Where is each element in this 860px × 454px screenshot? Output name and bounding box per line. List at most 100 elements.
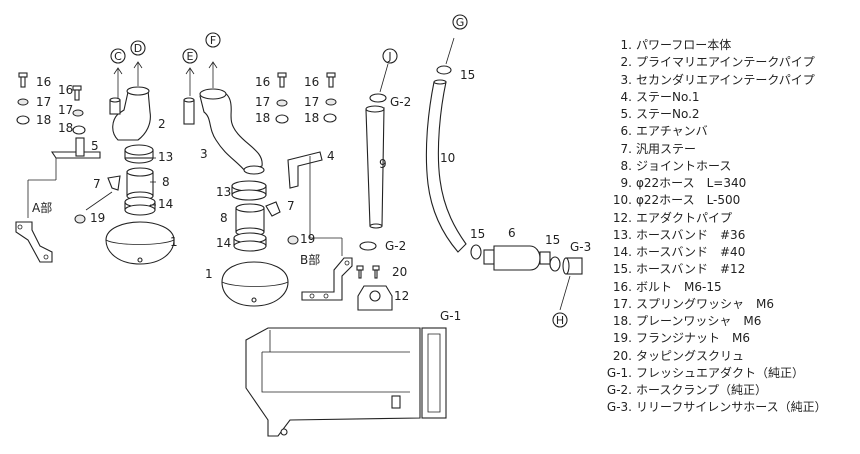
callout-8-mid: 8: [220, 211, 228, 225]
label-g1: G-1: [440, 309, 461, 323]
hose-clamp-g2-top: [369, 93, 387, 103]
label-g3: G-3: [570, 240, 591, 254]
callout-7-mid: 7: [287, 199, 295, 213]
legend-item: 1.パワーフロー本体: [594, 37, 858, 54]
legend-number: 5.: [620, 107, 632, 121]
legend-text: プレーンワッシャ M6: [636, 314, 762, 328]
callout-17-d: 17: [304, 95, 319, 109]
callout-1-mid: 1: [205, 267, 213, 281]
legend-item: 6.エアチャンバ: [594, 123, 858, 140]
callout-14-left: 14: [158, 197, 173, 211]
callout-13-mid: 13: [216, 185, 231, 199]
legend-item: 7.汎用ステー: [594, 141, 858, 158]
callout-12: 12: [394, 289, 409, 303]
hardware-stack-left: [16, 72, 86, 135]
callout-18-a: 18: [36, 113, 51, 127]
callout-19-mid: 19: [300, 232, 315, 246]
legend-number: 6.: [620, 124, 632, 139]
legend-number: 16.: [612, 279, 632, 294]
leader-lines: [85, 37, 571, 311]
callout-18-d: 18: [304, 111, 319, 125]
legend-text: ホースバンド #36: [636, 227, 746, 242]
part-number-callouts: 1 1 2 3 4 5 6 7 7 8 8 9 10 12 13 13 14 1…: [36, 68, 560, 303]
legend-number: 8.: [620, 158, 632, 173]
legend-number: 19.: [612, 331, 632, 346]
callout-16-d: 16: [304, 75, 319, 89]
section-a-bracket: [15, 221, 53, 263]
spring-washer-17-mid-a: [276, 99, 288, 107]
letter-g: G: [456, 16, 465, 29]
legend-text: ステーNo.2: [636, 107, 700, 121]
callout-5: 5: [91, 139, 99, 153]
label-g2-bottom: G-2: [385, 239, 406, 253]
primary-intake-pipe-part: [109, 86, 151, 141]
section-b-bracket: [301, 257, 353, 301]
spring-washer-17-left-b: [72, 109, 84, 117]
legend-text: ホースクランプ（純正）: [636, 383, 768, 397]
legend-number: 10.: [612, 193, 632, 208]
exploded-parts-diagram: 1 1 2 3 4 5 6 7 7 8 8 9 10 12 13 13 14 1…: [15, 14, 591, 437]
label-section-b: B部: [300, 252, 320, 267]
powerflow-body-1-left: [105, 221, 175, 265]
legend-number: 17.: [612, 296, 632, 311]
callout-16-c: 16: [255, 75, 270, 89]
callout-15-a: 15: [470, 227, 485, 241]
hose-10-part: [425, 79, 467, 253]
legend-number: G-3.: [606, 400, 632, 415]
callout-1-left: 1: [170, 235, 178, 249]
legend-item: G-2. ホースクランプ（純正）: [594, 382, 858, 399]
callout-9: 9: [379, 157, 387, 171]
legend-item: 4.ステーNo.1: [594, 89, 858, 106]
legend-item: 14.ホースバンド #40: [594, 244, 858, 261]
legend-text: プライマリエアインテークパイプ: [636, 55, 815, 70]
secondary-intake-pipe-part: [183, 88, 265, 175]
legend-item: 9. φ22ホース L=340: [594, 175, 858, 192]
legend-item: G-1.フレッシュエアダクト（純正）: [594, 365, 858, 382]
legend-item: 5. ステーNo.2: [594, 106, 858, 123]
callout-16-a: 16: [36, 75, 51, 89]
universal-stay-7-mid: [265, 201, 281, 217]
legend-number: 20.: [612, 348, 632, 363]
universal-stay-7-left: [107, 175, 121, 191]
group-labels: G-1 G-2 G-2 G-3: [385, 95, 591, 323]
stay-no1-part: [287, 151, 343, 256]
callout-13-left: 13: [158, 150, 173, 164]
legend-number: 9.: [620, 176, 632, 190]
legend-number: 13.: [612, 227, 632, 242]
hose-band-15-b: [549, 256, 561, 272]
hose-9-part: [365, 105, 385, 229]
hose-band-15-a: [470, 244, 482, 260]
fresh-air-duct-g1-part: [245, 327, 447, 437]
legend-number: G-2.: [606, 383, 632, 397]
legend-item: 18.プレーンワッシャ M6: [594, 313, 858, 330]
callout-6: 6: [508, 226, 516, 240]
hose-band-14-left: [124, 196, 156, 216]
legend-text: スプリングワッシャ M6: [636, 296, 774, 311]
joint-hose-8-mid: [235, 203, 265, 237]
callout-17-a: 17: [36, 95, 51, 109]
letter-j: J: [387, 50, 391, 63]
spring-washer-17-left: [17, 98, 29, 106]
callout-16-b: 16: [58, 83, 73, 97]
legend-item: 10. φ22ホース L-500: [594, 192, 858, 209]
callout-18-c: 18: [255, 111, 270, 125]
legend-item: 3.セカンダリエアインテークパイプ: [594, 72, 858, 89]
letter-h: H: [556, 314, 564, 327]
plain-washer-18-left: [16, 115, 30, 125]
hose-clamp-g2-bottom: [359, 241, 377, 251]
bolt-16-mid-a: [277, 72, 287, 88]
hose-band-15-top: [436, 65, 452, 75]
legend-item: 13. ホースバンド #36: [594, 227, 858, 244]
letter-f: F: [210, 34, 216, 47]
callout-8-left: 8: [162, 175, 170, 189]
callout-17-b: 17: [58, 103, 73, 117]
legend-text: フランジナット M6: [636, 331, 750, 346]
legend-text: φ22ホース L=340: [636, 176, 747, 190]
air-duct-pipe-12-part: [357, 285, 393, 311]
callout-20: 20: [392, 265, 407, 279]
legend-item: 19. フランジナット M6: [594, 330, 858, 347]
legend-text: φ22ホース L-500: [636, 193, 741, 208]
callout-10: 10: [440, 151, 455, 165]
hose-band-14-mid: [233, 232, 267, 252]
legend-number: 7.: [620, 141, 632, 156]
